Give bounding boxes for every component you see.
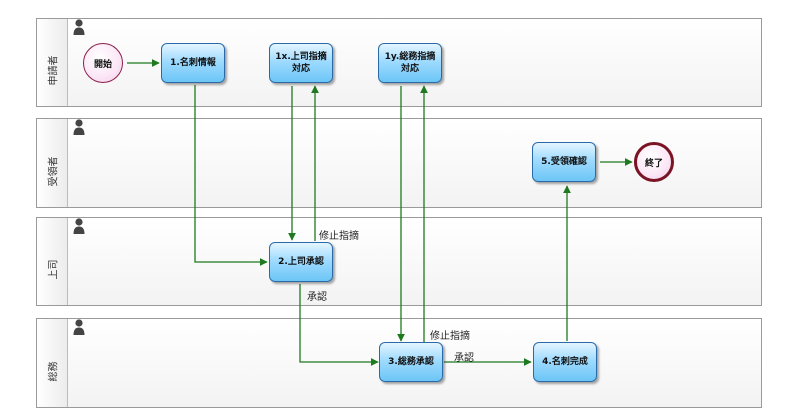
lane-boss: 上司 [36,217,762,306]
task-label: 1x.上司指摘 対応 [275,52,327,74]
task-card-complete[interactable]: 4.名刺完成 [533,342,597,382]
task-general-fix-response[interactable]: 1y.総務指摘 対応 [378,43,442,83]
task-general-approval[interactable]: 3.総務承認 [379,342,443,382]
task-boss-approval[interactable]: 2.上司承認 [269,242,333,282]
lane-header: 総務 [37,319,68,407]
task-receipt-confirm[interactable]: 5.受領確認 [532,142,596,182]
lane-body [67,19,761,106]
task-label: 1.名刺情報 [170,58,216,68]
task-label: 3.総務承認 [388,357,434,367]
task-business-card-info[interactable]: 1.名刺情報 [161,43,225,83]
flow-1-to-2 [194,85,268,266]
flow-label-boss-fix: 修止指摘 [319,231,359,242]
flow-label-boss-approve: 承認 [307,292,327,303]
start-event-label: 開始 [93,59,112,70]
task-boss-fix-response[interactable]: 1x.上司指摘 対応 [269,43,333,83]
lane-body [67,319,761,407]
person-icon [73,319,85,335]
end-event[interactable]: 終了 [634,142,674,182]
flow-label-general-approve: 承認 [454,353,474,364]
task-label: 1y.総務指摘 対応 [384,52,436,74]
lane-body [67,119,761,207]
lane-header: 申請者 [37,19,68,106]
person-icon [73,119,85,135]
flow-2-to-3-approve [299,284,379,366]
end-event-label: 終了 [644,158,663,169]
person-icon [73,218,85,234]
flow-label-general-fix: 修止指摘 [430,331,470,342]
task-label: 4.名刺完成 [542,357,588,367]
task-label: 2.上司承認 [278,257,324,267]
task-label: 5.受領確認 [541,157,587,167]
lane-body [67,218,761,305]
person-icon [73,19,85,35]
start-event[interactable]: 開始 [83,43,123,83]
